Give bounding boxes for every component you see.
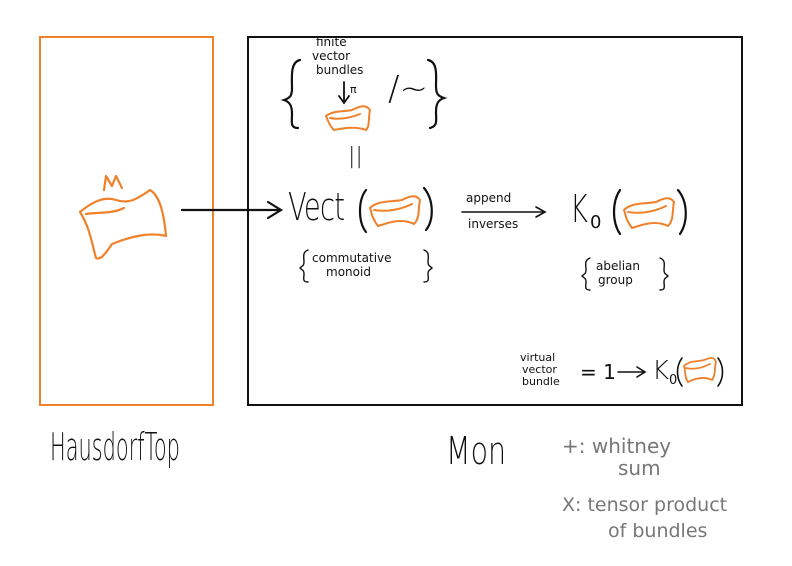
vect-parens [358, 186, 433, 234]
virtual-bundle-arrow [617, 366, 647, 378]
base-space-icon [324, 105, 372, 132]
quotient-symbol: /~ [388, 69, 428, 109]
monoid-braces [299, 249, 433, 283]
set-text-finite: finite [316, 35, 347, 49]
k0-annotation-line1: abelian [596, 259, 640, 273]
vect-label: Vect [288, 185, 345, 229]
mon-label: Mon [446, 429, 507, 473]
functor-arrow [180, 200, 284, 220]
k0-argument-icon [622, 197, 676, 230]
virtual-text-bundle: bundle [522, 375, 560, 388]
note-times-cont: of bundles [608, 520, 708, 542]
virtual-equation: = 1 [580, 360, 616, 384]
mon-category-box [247, 36, 743, 406]
note-plus: +: whitney [562, 434, 672, 458]
note-times: X: tensor product [562, 494, 728, 516]
set-braces [280, 58, 448, 130]
hausdorftop-category-box [39, 36, 214, 406]
arrow-label-top: append [466, 191, 512, 205]
arrow-label-bottom: inverses [468, 217, 519, 231]
projection-arrow [338, 81, 350, 105]
virtual-k0-argument-icon [682, 357, 717, 384]
vect-annotation-line1: commutative [312, 251, 392, 265]
projection-label: π [350, 83, 357, 96]
virtual-k0-parens [676, 357, 724, 387]
k0-parens [612, 188, 687, 236]
set-text-bundles: bundles [316, 63, 364, 77]
k0-annotation-line2: group [598, 273, 633, 287]
set-text-vector: vector [312, 49, 351, 63]
group-braces [581, 257, 669, 291]
identification-symbol: || [348, 144, 363, 169]
vect-annotation-line2: monoid [326, 265, 371, 279]
virtual-text-vector: vector [522, 363, 557, 376]
virtual-k0-subscript: 0 [669, 373, 678, 388]
k0-subscript: 0 [590, 212, 602, 233]
virtual-k0-label: K [652, 356, 670, 386]
vect-argument-icon [368, 195, 422, 228]
note-plus-cont: sum [618, 456, 661, 480]
virtual-text-virtual: virtual [520, 351, 556, 364]
hausdorftop-label: HausdorfTop [50, 425, 180, 469]
append-inverses-arrow [461, 206, 547, 218]
space-x-icon [78, 174, 168, 260]
k0-label: K [570, 187, 588, 231]
